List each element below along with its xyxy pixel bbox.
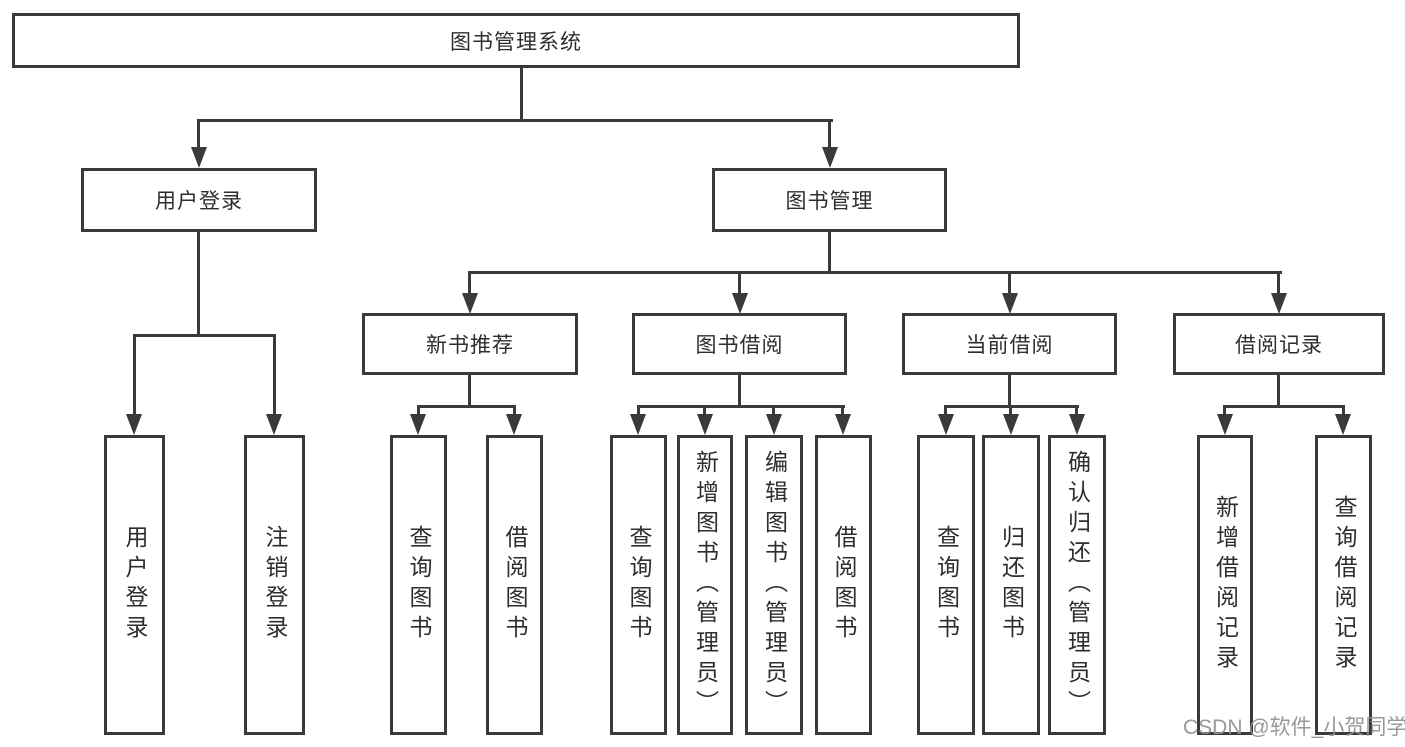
- connector-line: [133, 334, 276, 337]
- node-new-book-recommendation: 新书推荐: [362, 313, 578, 375]
- arrowhead-down-icon: [506, 414, 522, 435]
- node-logout: 注销登录: [244, 435, 305, 735]
- node-label: 查询图书: [406, 525, 432, 645]
- connector-line: [828, 232, 831, 274]
- node-borrow-books-recommend: 借阅图书: [486, 435, 543, 735]
- node-label: 查询借阅记录: [1331, 495, 1357, 675]
- arrowhead-down-icon: [766, 414, 782, 435]
- node-confirm-return-admin: 确认归还（管理员）: [1048, 435, 1106, 735]
- node-label: 图书借阅: [695, 334, 784, 357]
- node-label: 新书推荐: [426, 334, 514, 357]
- watermark-text: CSDN @软件_小贺同学: [1183, 716, 1405, 739]
- node-label: 图书管理系统: [450, 30, 582, 54]
- connector-line: [468, 271, 471, 296]
- connector-line: [738, 271, 741, 296]
- connector-line: [1342, 405, 1345, 417]
- node-label: 新增借阅记录: [1212, 495, 1239, 675]
- node-current-borrowing: 当前借阅: [902, 313, 1117, 375]
- node-label: 确认归还（管理员）: [1064, 450, 1091, 720]
- connector-line: [1008, 271, 1011, 296]
- node-query-books-current: 查询图书: [917, 435, 975, 735]
- node-add-borrow-record: 新增借阅记录: [1197, 435, 1253, 735]
- connector-line: [417, 405, 420, 417]
- arrowhead-down-icon: [630, 414, 646, 435]
- node-return-books: 归还图书: [982, 435, 1040, 735]
- arrowhead-down-icon: [1271, 293, 1287, 314]
- connector-line: [197, 232, 200, 337]
- connector-line: [637, 405, 640, 417]
- arrowhead-down-icon: [1217, 414, 1233, 435]
- arrowhead-down-icon: [191, 147, 207, 168]
- arrowhead-down-icon: [822, 147, 838, 168]
- node-label: 借阅记录: [1235, 334, 1323, 357]
- connector-line: [273, 334, 276, 418]
- connector-line: [1075, 405, 1078, 417]
- connector-line: [1223, 405, 1226, 417]
- node-label: 借阅图书: [502, 525, 528, 645]
- node-borrow-books-borrowing: 借阅图书: [815, 435, 872, 735]
- node-library-management-system: 图书管理系统: [12, 13, 1020, 68]
- node-label: 注销登录: [262, 525, 288, 645]
- connector-line: [197, 119, 833, 122]
- connector-line: [1277, 375, 1280, 408]
- connector-line: [197, 119, 200, 152]
- connector-line: [1009, 405, 1012, 417]
- arrowhead-down-icon: [1003, 414, 1019, 435]
- node-label: 用户登录: [155, 190, 243, 213]
- arrowhead-down-icon: [462, 293, 478, 314]
- connector-line: [637, 405, 845, 408]
- node-label: 查询图书: [626, 525, 652, 645]
- node-user-login-leaf: 用户登录: [104, 435, 165, 735]
- node-label: 编辑图书（管理员）: [761, 450, 788, 720]
- node-query-books-recommend: 查询图书: [390, 435, 447, 735]
- connector-line: [703, 405, 706, 417]
- arrowhead-down-icon: [697, 414, 713, 435]
- node-borrowing-records: 借阅记录: [1173, 313, 1385, 375]
- arrowhead-down-icon: [1335, 414, 1351, 435]
- node-user-login: 用户登录: [81, 168, 317, 232]
- node-query-borrow-record: 查询借阅记录: [1315, 435, 1372, 735]
- connector-line: [468, 375, 471, 408]
- node-label: 归还图书: [998, 525, 1025, 645]
- node-add-book-admin: 新增图书（管理员）: [677, 435, 733, 735]
- arrowhead-down-icon: [938, 414, 954, 435]
- connector-line: [1008, 375, 1011, 408]
- node-label: 查询图书: [933, 525, 960, 645]
- connector-line: [513, 405, 516, 417]
- node-label: 图书管理: [785, 190, 874, 213]
- node-label: 新增图书（管理员）: [692, 450, 719, 720]
- node-book-borrowing: 图书借阅: [632, 313, 847, 375]
- connector-line: [841, 405, 844, 417]
- connector-line: [828, 119, 831, 152]
- node-book-management: 图书管理: [712, 168, 947, 232]
- node-edit-book-admin: 编辑图书（管理员）: [745, 435, 803, 735]
- connector-line: [520, 68, 523, 122]
- connector-line: [944, 405, 947, 417]
- arrowhead-down-icon: [1002, 293, 1018, 314]
- node-label: 用户登录: [122, 525, 148, 645]
- arrowhead-down-icon: [732, 293, 748, 314]
- arrowhead-down-icon: [1069, 414, 1085, 435]
- arrowhead-down-icon: [266, 414, 282, 435]
- connector-line: [772, 405, 775, 417]
- connector-line: [1223, 405, 1345, 408]
- arrowhead-down-icon: [835, 414, 851, 435]
- arrowhead-down-icon: [410, 414, 426, 435]
- connector-line: [468, 271, 1282, 274]
- node-label: 当前借阅: [965, 334, 1054, 357]
- connector-line: [738, 375, 741, 408]
- node-label: 借阅图书: [831, 525, 857, 645]
- connector-line: [417, 405, 516, 408]
- connector-line: [133, 334, 136, 418]
- node-query-books-borrowing: 查询图书: [610, 435, 667, 735]
- connector-line: [1277, 271, 1280, 296]
- arrowhead-down-icon: [126, 414, 142, 435]
